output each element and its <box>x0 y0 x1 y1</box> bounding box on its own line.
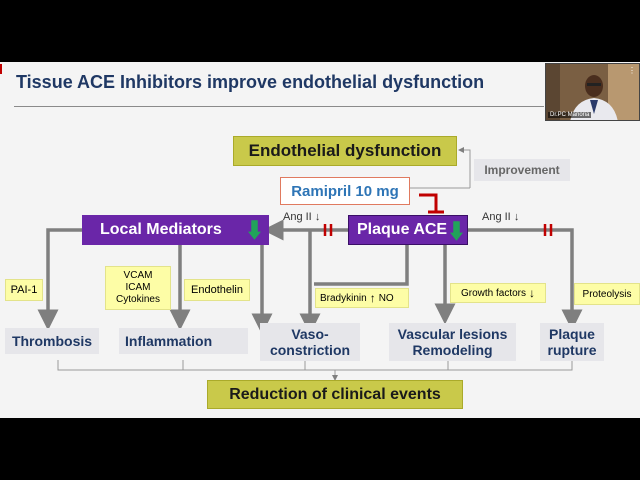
endothelin-box: Endothelin <box>184 279 250 301</box>
slide-accent-mark <box>0 64 2 74</box>
arrow-to-rupture <box>468 228 583 331</box>
inhibit-icon <box>419 193 444 214</box>
plaque-line1: Plaque <box>549 326 595 342</box>
thrombosis-box: Thrombosis <box>5 328 99 354</box>
down-arrow-icon: ↓ <box>314 211 321 223</box>
block-mark-icon <box>323 224 553 236</box>
vaso-line2: constriction <box>269 342 351 358</box>
ramipril-box: Ramipril 10 mg <box>280 177 410 205</box>
ang-ii-left-label: Ang II <box>283 211 312 223</box>
bradykinin-no-box: Bradykinin ↑ NO <box>315 288 409 308</box>
icam-label: ICAM <box>125 282 151 293</box>
slide-title: Tissue ACE Inhibitors improve endothelia… <box>16 72 485 92</box>
presenter-name: Dr.PC Manoria <box>548 112 592 118</box>
menu-dots-icon[interactable]: ⋮ <box>628 66 636 75</box>
presenter-avatar <box>546 64 639 120</box>
down-arrow-icon: ↓ <box>529 286 536 300</box>
bradykinin-label: Bradykinin <box>320 292 367 304</box>
arrow-bradykinin-loop <box>314 245 409 286</box>
plaque-ace-label: Plaque ACE <box>357 221 448 238</box>
up-arrow-icon: ↑ <box>369 291 376 305</box>
down-arrow-icon <box>248 220 261 240</box>
vcam-label: VCAM <box>123 270 153 281</box>
adhesion-molecules-box: VCAM ICAM Cytokines <box>105 266 171 310</box>
outcome-bracket <box>57 360 573 381</box>
diagram-connectors <box>37 147 583 381</box>
proteolysis-box: Proteolysis <box>574 283 640 305</box>
ang-ii-right: Ang II ↓ <box>482 211 519 223</box>
ang-ii-right-label: Ang II <box>482 211 511 223</box>
vasoconstriction-box: Vaso- constriction <box>260 323 360 361</box>
plaque-ace-box: Plaque ACE <box>348 215 468 245</box>
pai1-box: PAI-1 <box>5 279 43 301</box>
growth-factors-label: Growth factors <box>460 287 527 299</box>
improvement-feedback-line <box>458 147 471 188</box>
endothelial-dysfunction-box: Endothelial dysfunction <box>233 136 457 166</box>
slide: Tissue ACE Inhibitors improve endothelia… <box>0 62 640 418</box>
title-divider <box>14 106 544 107</box>
local-mediators-box: Local Mediators <box>82 215 269 245</box>
plaque-line2: rupture <box>547 342 597 358</box>
vascular-lesions-box: Vascular lesions Remodeling <box>389 323 516 361</box>
lesions-line1: Vascular lesions <box>397 326 508 342</box>
down-arrow-icon: ↓ <box>513 211 520 223</box>
lesions-line2: Remodeling <box>412 342 493 358</box>
no-label: NO <box>378 292 394 304</box>
ang-ii-left: Ang II ↓ <box>283 211 320 223</box>
presenter-video[interactable]: ⋮ Dr.PC Manoria <box>545 63 640 121</box>
down-arrow-icon <box>450 221 463 241</box>
inflammation-box: Inflammation <box>119 328 248 354</box>
growth-factors-box: Growth factors ↓ <box>450 283 546 303</box>
improvement-label: Improvement <box>474 159 570 181</box>
plaque-rupture-box: Plaque rupture <box>540 323 604 361</box>
local-mediators-label: Local Mediators <box>100 221 222 238</box>
cytokines-label: Cytokines <box>116 294 160 305</box>
reduction-clinical-events-box: Reduction of clinical events <box>207 380 463 409</box>
arrow-to-thrombosis <box>37 228 82 331</box>
vaso-line1: Vaso- <box>291 326 329 342</box>
